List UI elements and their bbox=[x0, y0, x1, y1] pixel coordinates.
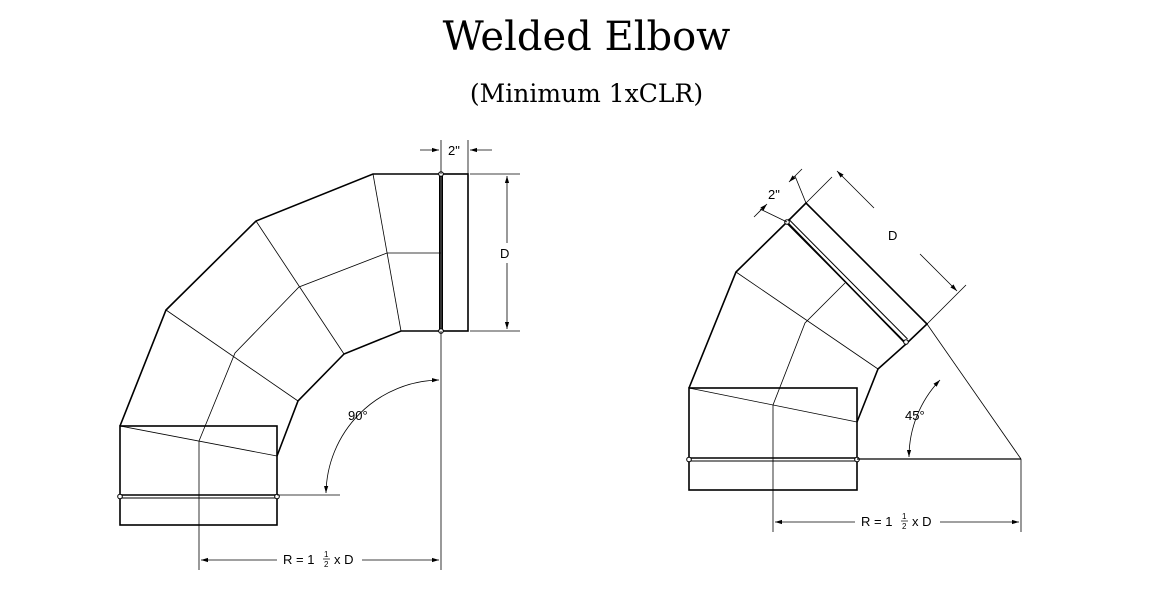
svg-text:x D: x D bbox=[334, 552, 354, 567]
svg-text:R = 1: R = 1 bbox=[283, 552, 314, 567]
svg-text:1: 1 bbox=[324, 550, 329, 559]
diagram-subtitle: (Minimum 1xCLR) bbox=[469, 79, 704, 108]
svg-text:1: 1 bbox=[902, 512, 907, 521]
diagram-title: Welded Elbow bbox=[442, 14, 731, 60]
elbow-45-top-collar bbox=[785, 201, 929, 346]
elbow-45-width-label: 2" bbox=[768, 187, 780, 202]
elbow-90-angle-label: 90° bbox=[348, 408, 368, 423]
svg-text:R = 1: R = 1 bbox=[861, 514, 892, 529]
svg-text:2: 2 bbox=[902, 522, 907, 531]
elbow-90-radius-label: R = 1 1 2 x D bbox=[283, 550, 354, 569]
elbow-45-diameter-label: D bbox=[888, 228, 897, 243]
elbow-45-dimensions bbox=[753, 168, 1022, 532]
elbow-90-right-collar bbox=[440, 173, 469, 332]
svg-text:x D: x D bbox=[912, 514, 932, 529]
elbow-90-width-label: 2" bbox=[448, 143, 460, 158]
svg-text:2: 2 bbox=[324, 560, 329, 569]
elbow-90 bbox=[117, 171, 469, 526]
elbow-45-inner-edge bbox=[856, 343, 907, 423]
elbow-90-dimensions bbox=[198, 140, 520, 570]
elbow-90-outer-edge bbox=[119, 173, 441, 427]
elbow-45-angle-label: 45° bbox=[905, 408, 925, 423]
elbow-45-radius-label: R = 1 1 2 x D bbox=[861, 512, 932, 531]
elbow-90-inner-edge bbox=[276, 330, 441, 457]
elbow-90-bottom-collar bbox=[119, 425, 278, 526]
elbow-45-top-seam bbox=[785, 221, 906, 343]
elbow-90-diameter-label: D bbox=[500, 246, 509, 261]
elbow-45-outer-edge bbox=[688, 221, 788, 389]
elbow-45 bbox=[686, 201, 1021, 491]
